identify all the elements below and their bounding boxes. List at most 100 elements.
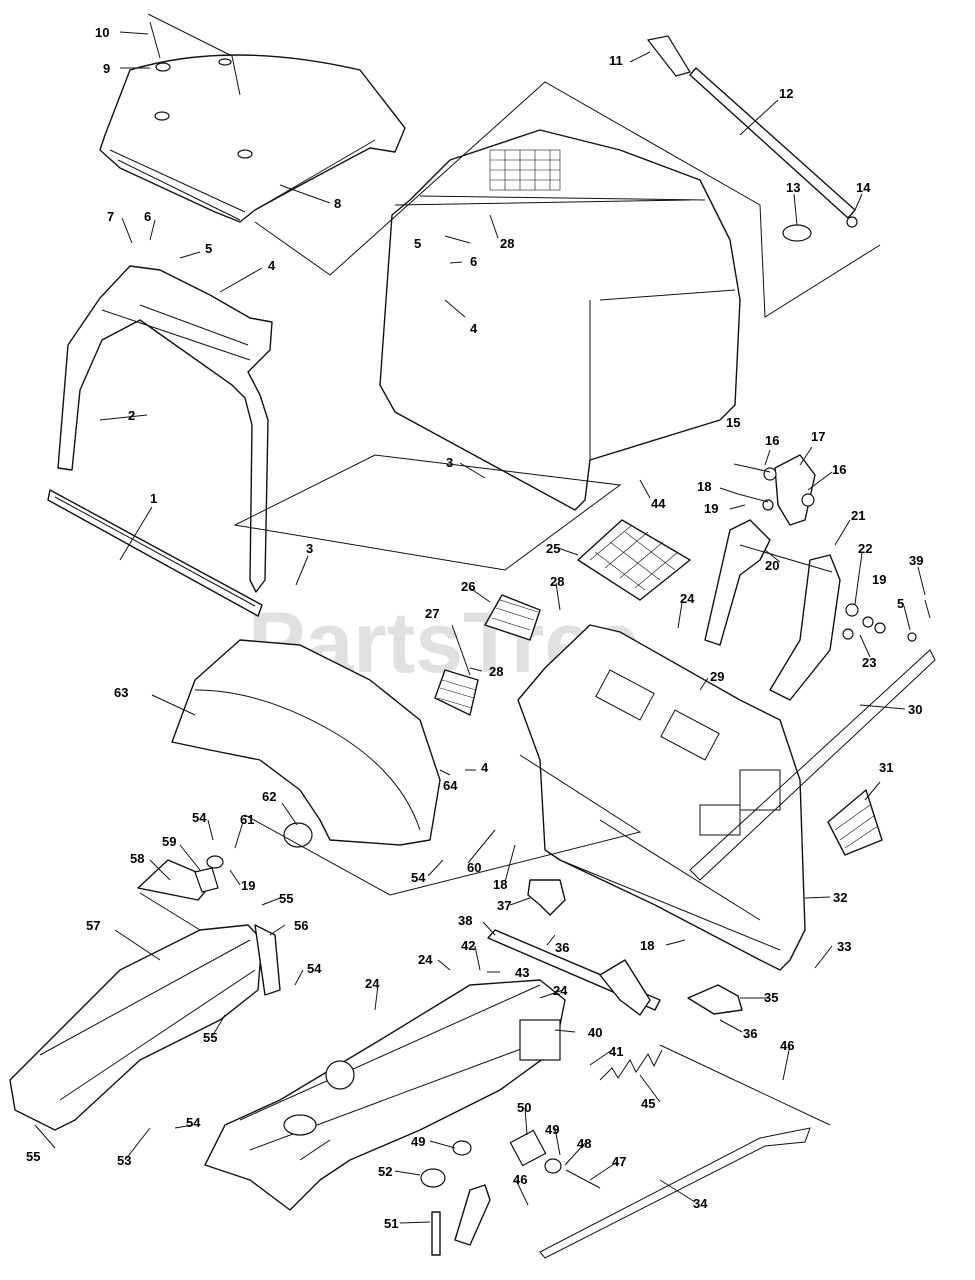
callout-53: 53 <box>117 1153 131 1168</box>
callout-11: 11 <box>609 53 623 68</box>
screen-part-26 <box>484 594 541 641</box>
callout-44: 44 <box>651 496 666 511</box>
callout-24: 24 <box>365 976 380 991</box>
callout-61: 61 <box>240 812 254 827</box>
callout-5: 5 <box>897 596 904 611</box>
callout-33: 33 <box>837 939 851 954</box>
callout-5: 5 <box>205 241 212 256</box>
callout-10: 10 <box>95 25 109 40</box>
bracket-part-35 <box>687 984 743 1015</box>
callout-45: 45 <box>641 1096 655 1111</box>
callout-19: 19 <box>241 878 255 893</box>
callout-63: 63 <box>114 685 128 700</box>
callout-46: 46 <box>780 1038 794 1053</box>
leader-lines <box>34 31 926 1224</box>
callout-54: 54 <box>411 870 426 885</box>
callout-21: 21 <box>851 508 865 523</box>
callout-16: 16 <box>832 462 846 477</box>
callout-28: 28 <box>500 236 514 251</box>
callout-54: 54 <box>307 961 322 976</box>
callout-42: 42 <box>461 938 475 953</box>
frame-part-1 <box>47 489 263 617</box>
callout-28: 28 <box>489 664 503 679</box>
screen-part-25 <box>577 519 691 601</box>
assembly-outlines <box>139 81 881 1126</box>
seat-part-8 <box>99 13 406 223</box>
callout-57: 57 <box>86 918 100 933</box>
seat-mount-part-59 <box>137 855 224 901</box>
linkage-assembly <box>704 454 931 701</box>
callout-55: 55 <box>26 1149 40 1164</box>
callout-56: 56 <box>294 918 308 933</box>
callout-18: 18 <box>640 938 654 953</box>
callout-4: 4 <box>481 760 489 775</box>
callout-43: 43 <box>515 965 529 980</box>
callout-4: 4 <box>470 321 478 336</box>
callout-37: 37 <box>497 898 511 913</box>
callout-38: 38 <box>458 913 472 928</box>
screen-part-27 <box>434 669 479 716</box>
callout-22: 22 <box>858 541 872 556</box>
callout-55: 55 <box>203 1030 217 1045</box>
callout-4: 4 <box>268 258 276 273</box>
fender-part-57 <box>9 924 281 1131</box>
frame-part-2 <box>57 265 273 593</box>
callout-31: 31 <box>879 760 893 775</box>
callout-46: 46 <box>513 1172 527 1187</box>
callout-2: 2 <box>128 408 135 423</box>
callout-59: 59 <box>162 834 176 849</box>
callout-34: 34 <box>693 1196 708 1211</box>
callout-18: 18 <box>697 479 711 494</box>
callout-7: 7 <box>107 209 114 224</box>
callout-17: 17 <box>811 429 825 444</box>
callout-9: 9 <box>103 61 110 76</box>
rod-part-30 <box>689 649 936 881</box>
callout-40: 40 <box>588 1025 602 1040</box>
callout-49: 49 <box>411 1134 425 1149</box>
callout-29: 29 <box>710 669 724 684</box>
callout-1: 1 <box>150 491 157 506</box>
callout-14: 14 <box>856 180 871 195</box>
callout-12: 12 <box>779 86 793 101</box>
callout-54: 54 <box>192 810 207 825</box>
callout-5: 5 <box>414 236 421 251</box>
screen-part-31 <box>827 789 883 856</box>
callout-3: 3 <box>306 541 313 556</box>
callout-24: 24 <box>418 952 433 967</box>
callout-32: 32 <box>833 890 847 905</box>
callout-18: 18 <box>493 877 507 892</box>
callout-8: 8 <box>334 196 341 211</box>
callout-24: 24 <box>553 983 568 998</box>
dash-tower-part-32 <box>517 624 806 971</box>
pedal-part-51 <box>420 1129 601 1256</box>
callout-27: 27 <box>425 606 439 621</box>
spring-part-45 <box>599 1049 663 1081</box>
callout-28: 28 <box>550 574 564 589</box>
callout-36: 36 <box>743 1026 757 1041</box>
bracket-part-37 <box>527 879 566 916</box>
callout-24: 24 <box>680 591 695 606</box>
callout-25: 25 <box>546 541 560 556</box>
callout-15: 15 <box>726 415 740 430</box>
hood-part-44 <box>379 129 741 511</box>
callout-3: 3 <box>446 455 453 470</box>
callout-60: 60 <box>467 860 481 875</box>
callout-6: 6 <box>470 254 477 269</box>
callout-50: 50 <box>517 1100 531 1115</box>
callout-62: 62 <box>262 789 276 804</box>
callout-49: 49 <box>545 1122 559 1137</box>
callout-35: 35 <box>764 990 778 1005</box>
callout-48: 48 <box>577 1136 591 1151</box>
fender-part-63 <box>171 639 441 848</box>
shaft-part-38 <box>487 929 661 1016</box>
callout-51: 51 <box>384 1216 398 1231</box>
callout-39: 39 <box>909 553 923 568</box>
callout-64: 64 <box>443 778 458 793</box>
callout-19: 19 <box>872 572 886 587</box>
callout-58: 58 <box>130 851 144 866</box>
rod-part-34 <box>539 1127 811 1259</box>
callout-54: 54 <box>186 1115 201 1130</box>
callout-36: 36 <box>555 940 569 955</box>
main-frame <box>204 979 566 1211</box>
